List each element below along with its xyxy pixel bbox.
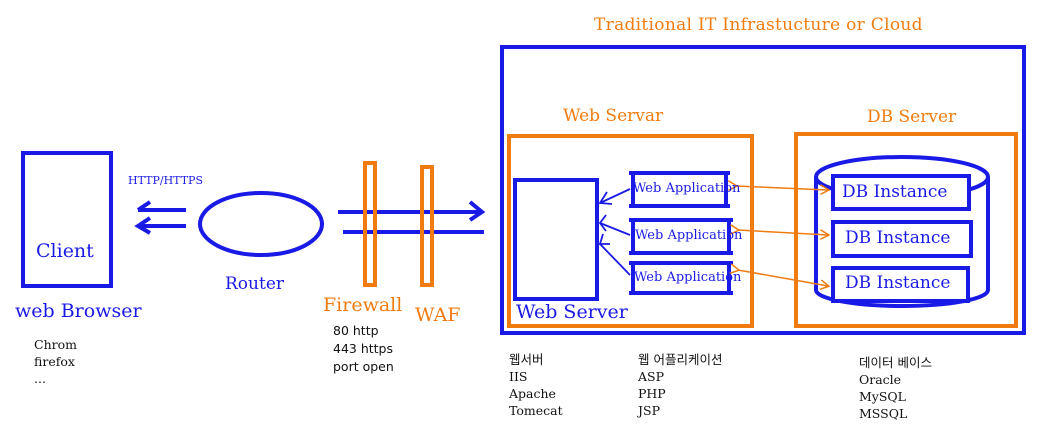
note-item: PHP <box>638 386 666 401</box>
client-box-label: Client <box>36 240 94 262</box>
app-db-arrows <box>736 186 828 286</box>
router-ellipse <box>198 191 324 257</box>
server-app-arrows <box>598 188 631 276</box>
note-item: 웹서버 <box>509 352 544 367</box>
port-item: 443 https <box>333 341 394 356</box>
infra-box <box>500 45 1026 335</box>
db-instance-boxes <box>831 174 973 303</box>
db-instance-label: DB Instance <box>845 228 951 248</box>
database-notes: 데이터 베이스 Oracle MySQL MSSQL <box>859 354 932 422</box>
web-app-label: Web Application <box>634 270 742 285</box>
firewall-bar <box>363 161 377 287</box>
note-item: ASP <box>638 369 665 384</box>
router-label: Router <box>225 274 285 294</box>
port-item: 80 http <box>333 323 379 338</box>
note-item: IIS <box>509 369 528 384</box>
web-app-boxes <box>629 171 733 295</box>
browser-item: ... <box>34 371 46 386</box>
db-instance-label: DB Instance <box>842 182 948 202</box>
note-item: JSP <box>638 403 660 418</box>
web-servar-title: Web Servar <box>563 106 664 126</box>
browser-item: Chrom <box>34 337 77 352</box>
web-server-inner-label: Web Server <box>516 301 628 323</box>
note-item: MSSQL <box>859 406 908 421</box>
browser-list: Chrom firefox ... <box>34 336 77 387</box>
client-box <box>21 151 113 288</box>
waf-label: WAF <box>415 304 461 326</box>
firewall-port-list: 80 http 443 https port open <box>333 322 394 376</box>
note-item: MySQL <box>859 389 906 404</box>
web-server-inner-box <box>513 178 599 301</box>
note-item: 웹 어플리케이션 <box>638 352 723 367</box>
note-item: Apache <box>509 386 556 401</box>
router-infra-lines <box>338 200 486 234</box>
web-app-label: Web Application <box>635 228 743 243</box>
waf-bar <box>420 165 434 287</box>
web-app-label: Web Application <box>633 181 741 196</box>
note-item: Oracle <box>859 372 902 387</box>
note-item: 데이터 베이스 <box>859 355 932 370</box>
firewall-label: Firewall <box>323 294 403 316</box>
db-server-title: DB Server <box>867 107 957 127</box>
protocol-label: HTTP/HTTPS <box>128 174 203 187</box>
web-browser-label: web Browser <box>15 300 142 322</box>
port-item: port open <box>333 359 394 374</box>
web-server-notes: 웹서버 IIS Apache Tomecat <box>509 351 563 419</box>
web-app-notes: 웹 어플리케이션 ASP PHP JSP <box>638 351 722 419</box>
infra-title: Traditional IT Infrastucture or Cloud <box>594 15 923 35</box>
note-item: Tomecat <box>509 403 563 418</box>
browser-item: firefox <box>34 354 75 369</box>
db-instance-label: DB Instance <box>845 273 951 293</box>
client-router-arrows <box>134 200 186 235</box>
